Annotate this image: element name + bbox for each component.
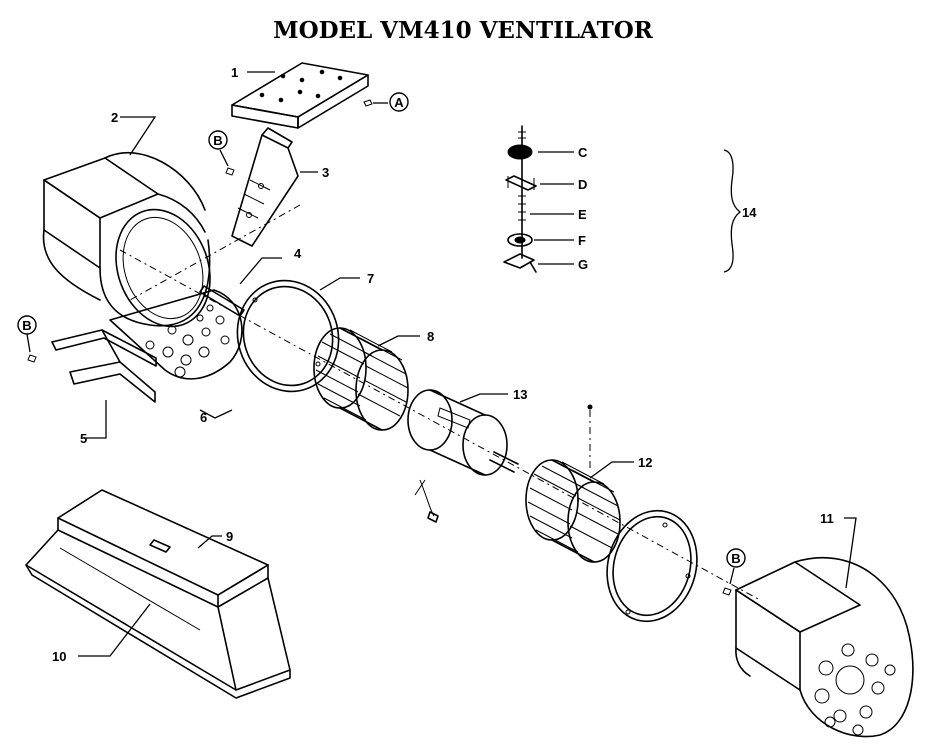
vent-hood-part [25, 489, 291, 699]
blower-housing-right [735, 557, 914, 738]
inlet-ring-left [236, 279, 340, 393]
screw-a: A [363, 92, 409, 112]
part-number-2: 2 [111, 110, 118, 125]
mounting-plate-part [231, 62, 369, 129]
callout-letter-b-right: B [731, 551, 740, 566]
inlet-ring-right [606, 509, 698, 623]
blower-motor-part [407, 389, 519, 523]
perforated-scroll-plate [109, 289, 243, 380]
part-number-9: 9 [226, 529, 233, 544]
part-number-11: 11 [820, 511, 834, 526]
part-number-5: 5 [80, 431, 87, 446]
part-number-1: 1 [231, 65, 238, 80]
blower-housing-left [42, 152, 211, 328]
part-number-6: 6 [200, 410, 207, 425]
part-number-7: 7 [367, 271, 374, 286]
part-number-12: 12 [638, 455, 652, 470]
blower-wheel-left [313, 327, 409, 431]
mounting-strip-part [199, 285, 245, 317]
part-number-14: 14 [742, 205, 757, 220]
callout-letter-a: A [394, 95, 404, 110]
callout-letter-f: F [578, 233, 586, 248]
callout-letter-b-upper: B [213, 133, 222, 148]
callout-letter-b-left: B [22, 318, 31, 333]
base-bracket-part [51, 329, 157, 403]
part-number-3: 3 [322, 165, 329, 180]
callout-letter-e: E [578, 207, 587, 222]
motor-bracket-part [231, 127, 299, 247]
damper-assembly-part [503, 125, 537, 273]
part-number-10: 10 [52, 649, 66, 664]
diagram-title: MODEL VM410 VENTILATOR [273, 17, 654, 44]
callout-letter-d: D [578, 177, 587, 192]
part-number-13: 13 [513, 387, 527, 402]
callout-letter-c: C [578, 145, 588, 160]
callout-letter-g: G [578, 257, 588, 272]
part-number-4: 4 [294, 246, 302, 261]
blower-wheel-right [525, 459, 621, 563]
assembly-brace [723, 149, 742, 273]
part-number-8: 8 [427, 329, 434, 344]
